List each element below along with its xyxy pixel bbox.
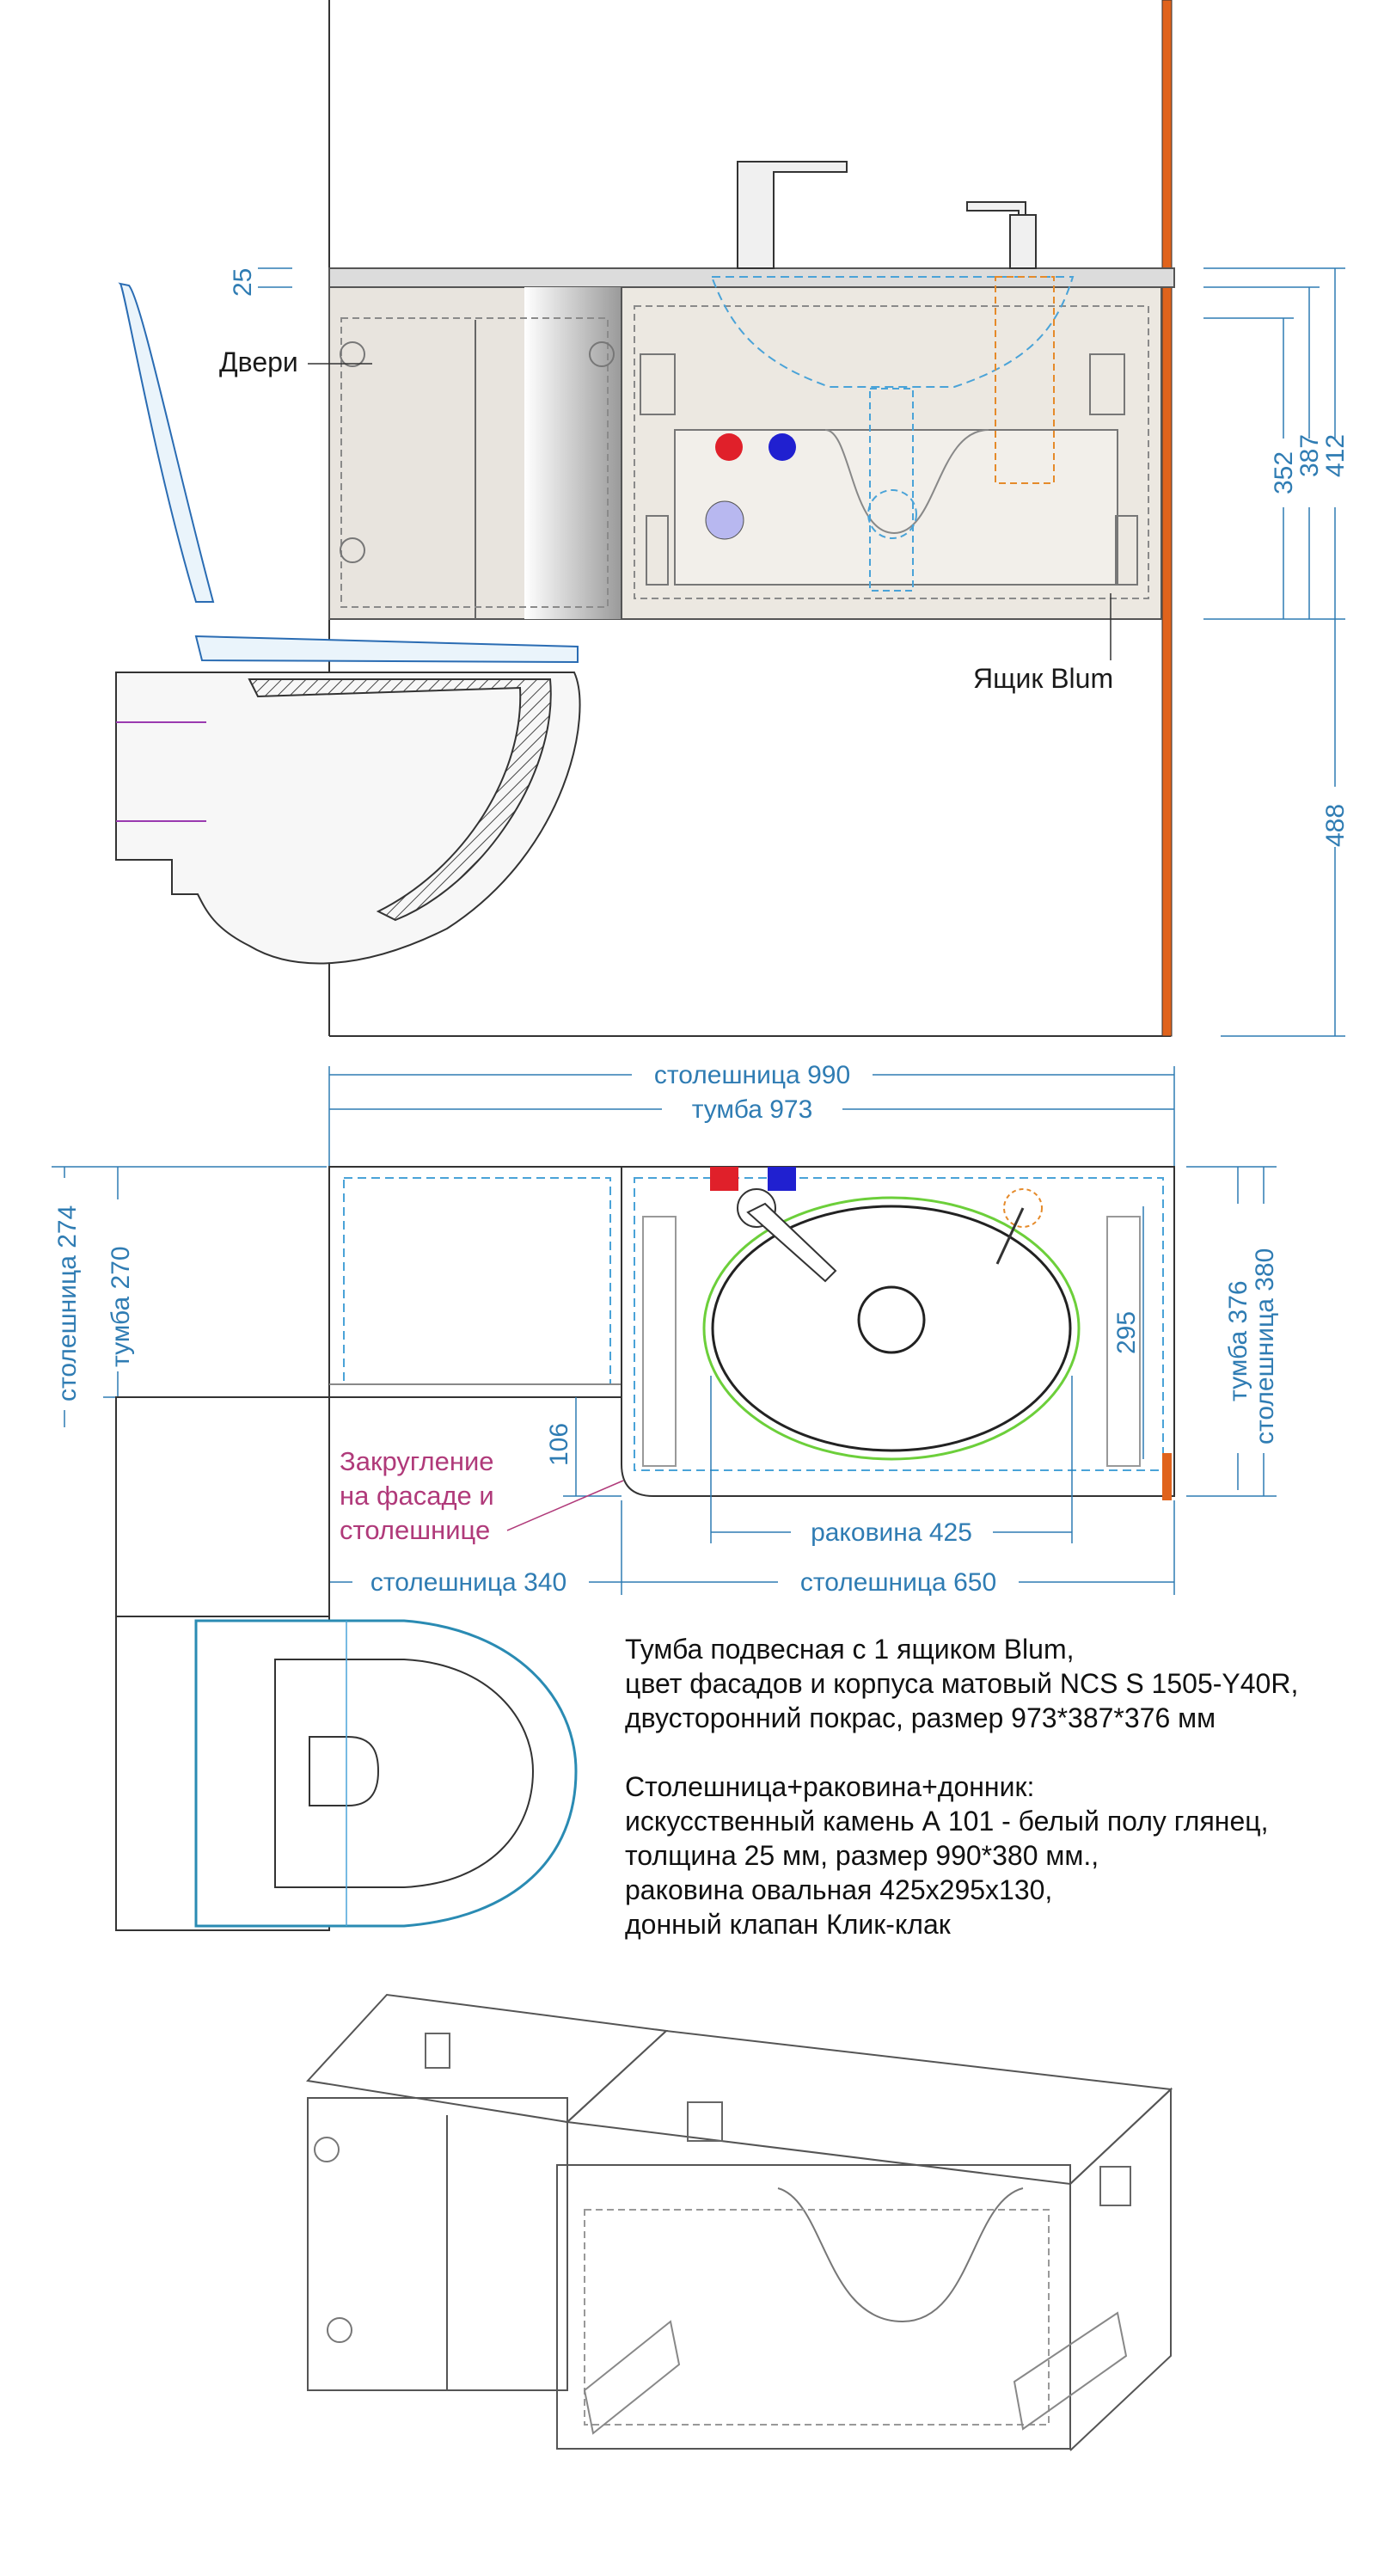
dim-sink-425: раковина 425	[811, 1518, 972, 1547]
dim-352: 352	[1270, 451, 1298, 494]
drawer-runner-plan-right	[1106, 1216, 1141, 1467]
hot-water-inlet	[715, 433, 743, 461]
cold-connection-plan	[768, 1167, 796, 1191]
description-countertop-line: Столешница+раковина+донник:	[625, 1771, 1035, 1802]
isometric-view	[306, 1993, 1173, 2451]
faucet	[737, 161, 848, 269]
iso-runner-left	[583, 2320, 681, 2435]
dim-label-bg	[1271, 439, 1348, 507]
basin-hidden	[710, 276, 1075, 388]
iso-bracket	[1099, 2166, 1131, 2206]
description-cabinet-line: цвет фасадов и корпуса матовый NCS S 150…	[625, 1668, 1299, 1699]
siphon-bottle	[867, 489, 917, 539]
drawer-box	[674, 429, 1118, 586]
description-countertop-line: раковина овальная 425х295х130,	[625, 1874, 1053, 1905]
drawer-runner-right	[1089, 353, 1125, 415]
dim-countertop-380: столешница 380	[1251, 1248, 1279, 1444]
label-drawer: Ящик Blum	[973, 663, 1113, 694]
dim-label-bg	[1221, 1204, 1277, 1453]
dim-cabinet-270: тумба 270	[107, 1246, 135, 1367]
iso-sink-cutout	[777, 2187, 1024, 2323]
iso-bracket	[687, 2101, 723, 2142]
left-cabinet-plan	[328, 1166, 622, 1398]
dim-countertop-650: столешница 650	[800, 1568, 996, 1597]
iso-hinge-hole	[314, 2137, 340, 2162]
sink-drain	[857, 1285, 926, 1354]
iso-right-top	[565, 2029, 1173, 2186]
dim-countertop-340: столешница 340	[370, 1568, 566, 1597]
wc-outlet-plan	[309, 1736, 380, 1806]
dim-label-bg	[662, 1094, 842, 1125]
dim-countertop-274: столешница 274	[53, 1205, 82, 1401]
hinge-hole	[340, 341, 365, 367]
dispenser-nozzle-plan	[995, 1207, 1025, 1265]
hinge-hole	[340, 537, 365, 563]
description-countertop-line: донный клапан Клик-клак	[625, 1909, 951, 1940]
drawer-runner-plan-left	[642, 1216, 677, 1467]
dim-label-bg	[1322, 787, 1350, 847]
dim-step-106: 106	[545, 1423, 573, 1466]
side-view: 25 352 387 412 488 Двери Ящик Blum	[115, 0, 1350, 1037]
iso-hinge-hole	[327, 2317, 352, 2343]
dim-cabinet-376: тумба 376	[1224, 1280, 1252, 1401]
drain-outlet	[705, 500, 744, 540]
description-countertop-line: толщина 25 мм, размер 990*380 мм.,	[625, 1840, 1099, 1871]
dispenser-bottle	[995, 276, 1055, 484]
description-cabinet-line: двусторонний покрас, размер 973*387*376 …	[625, 1702, 1216, 1733]
dim-label-bg	[101, 1199, 134, 1371]
drawer-runner-left	[640, 353, 676, 415]
top-view: столешница 990 тумба 973 295 стол	[47, 1058, 1279, 1931]
dim-label-bg	[47, 1178, 82, 1410]
iso-left-top	[306, 1993, 669, 2124]
dim-sink-295: 295	[1112, 1311, 1141, 1354]
toilet-bowl-hatch	[248, 678, 552, 922]
drawer-inner-frame	[634, 305, 1149, 599]
dim-412: 412	[1321, 434, 1350, 477]
dim-label-bg	[632, 1058, 873, 1089]
rounding-note-line2: на фасаде и	[340, 1481, 494, 1511]
toilet-bowl	[115, 672, 581, 965]
iso-bracket	[425, 2033, 450, 2069]
dim-488: 488	[1321, 804, 1350, 847]
cold-water-inlet	[769, 433, 796, 461]
iso-right-side	[1069, 2087, 1172, 2451]
dim-countertop-990: столешница 990	[654, 1061, 850, 1089]
siphon-cutout	[824, 429, 989, 535]
drawer-clip-right	[1115, 515, 1138, 586]
toilet-seat	[194, 635, 579, 664]
rounding-note-line1: Закругление	[340, 1446, 494, 1476]
description-countertop-line: искусственный камень А 101 - белый полу …	[625, 1806, 1269, 1837]
description-cabinet-line: Тумба подвесная с 1 ящиком Blum,	[625, 1634, 1075, 1665]
orange-wall-plan	[1162, 1453, 1172, 1500]
toilet-lid-raised	[118, 282, 215, 603]
iso-left-front	[307, 2097, 568, 2391]
wc-bowl-plan	[274, 1659, 535, 1888]
dim-countertop-25: 25	[229, 268, 257, 297]
iso-runner-right	[1013, 2311, 1128, 2431]
iso-right-front	[556, 2164, 1071, 2450]
dim-label-bg	[352, 1567, 589, 1598]
door-inner-frame	[340, 317, 609, 608]
soap-dispenser	[966, 201, 1037, 269]
orange-wall-panel	[1161, 0, 1173, 1037]
right-cabinet-inner	[634, 1177, 1164, 1471]
sink-outline	[702, 1196, 1081, 1461]
dim-387: 387	[1295, 434, 1324, 477]
dim-cabinet-973: тумба 973	[692, 1095, 813, 1124]
hot-connection-plan	[710, 1167, 738, 1191]
dim-label-bg	[791, 1515, 993, 1546]
dim-label-bg	[778, 1567, 1019, 1598]
rounding-note-line3: столешнице	[340, 1515, 490, 1545]
rounding-note-leader	[506, 1480, 624, 1531]
iso-drawer-box	[584, 2209, 1050, 2426]
description-block: Тумба подвесная с 1 ящиком Blum, цвет фа…	[625, 1632, 1298, 1941]
faucet-spout-plan	[746, 1202, 837, 1283]
hinge-hole	[589, 341, 615, 367]
label-doors: Двери	[219, 347, 298, 377]
drawer-clip-left	[646, 515, 669, 586]
